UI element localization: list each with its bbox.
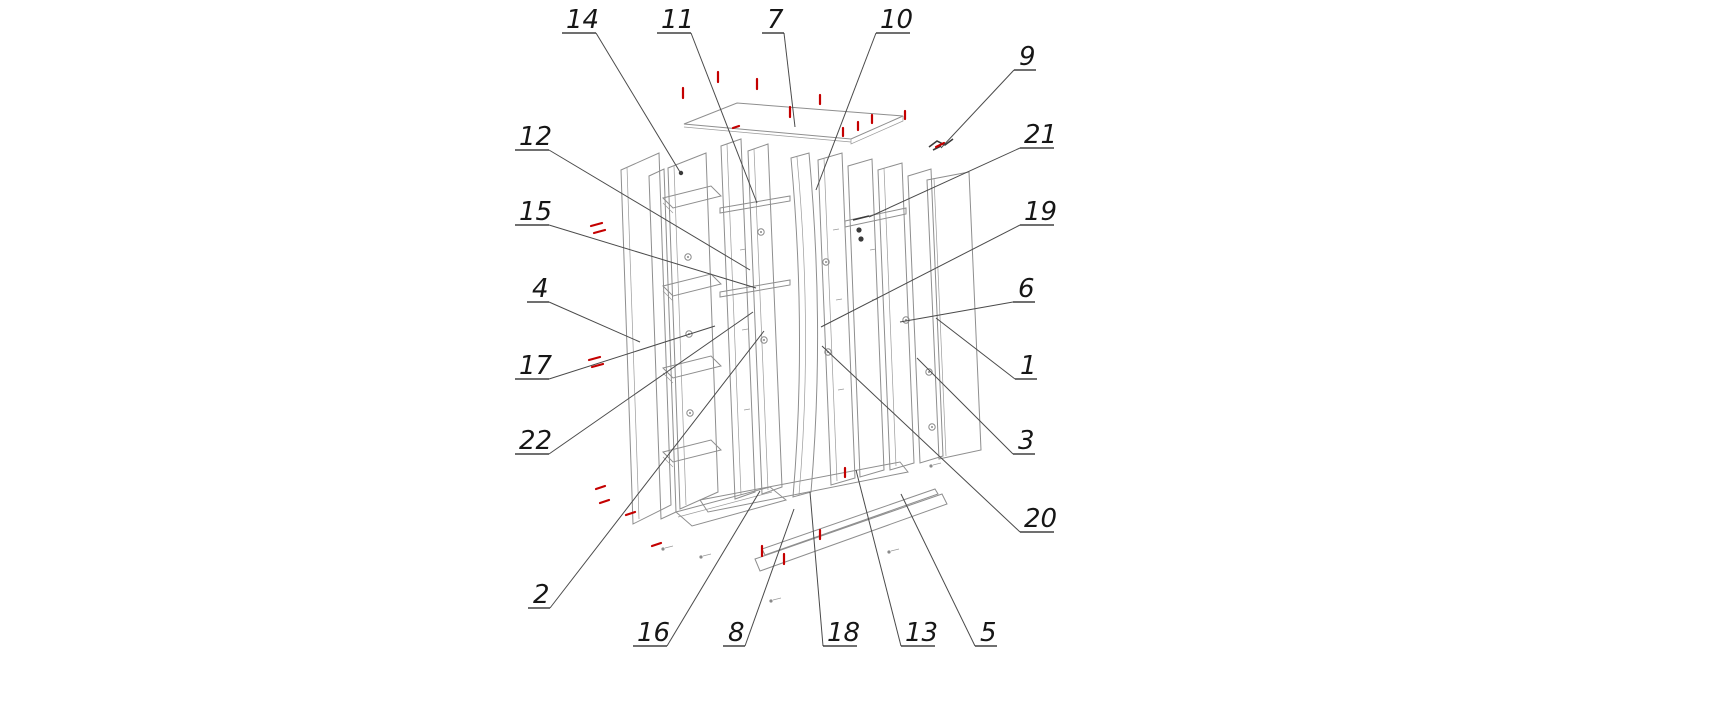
- floor-panel: [699, 461, 909, 513]
- callout-label-22: 22: [519, 426, 552, 456]
- hinge-hardware: [928, 138, 954, 151]
- leader-line-8: [744, 508, 795, 647]
- left-outer-side-panel: [620, 152, 672, 525]
- shelf-3: [662, 355, 722, 379]
- top-crossbar: [844, 207, 907, 228]
- top-panel: [683, 102, 904, 140]
- leader-line-9: [940, 69, 1015, 149]
- leader-line-16: [666, 490, 761, 647]
- callout-label-10: 10: [880, 5, 913, 35]
- callout-label-2: 2: [533, 580, 550, 610]
- callout-label-16: 16: [637, 618, 670, 648]
- crossbar-bracket: [852, 215, 870, 242]
- plinth-back: [761, 488, 939, 556]
- callout-label-15: 15: [519, 197, 552, 227]
- middle-rail-lower: [719, 279, 791, 298]
- leader-line-2: [549, 330, 765, 609]
- right-partition-b: [877, 162, 915, 471]
- callout-label-8: 8: [728, 618, 745, 648]
- leader-line-22: [548, 311, 754, 455]
- center-partition-b: [747, 143, 783, 495]
- mirror-door-inner-line: [796, 156, 806, 496]
- leader-line-3: [916, 357, 1014, 455]
- callout-label-6: 6: [1018, 274, 1035, 304]
- middle-rail-upper: [719, 195, 791, 214]
- leader-line-13: [855, 469, 902, 647]
- right-inner-panel: [907, 168, 944, 464]
- leader-line-4: [548, 301, 641, 343]
- callout-label-3: 3: [1018, 426, 1035, 456]
- center-partition-c: [817, 152, 856, 486]
- center-partition-a: [720, 138, 756, 500]
- leader-line-17: [548, 325, 716, 380]
- leader-line-7: [783, 32, 796, 128]
- cabinet-parts: [620, 102, 982, 603]
- left-partition-edge: [673, 165, 687, 506]
- fastener-marks: [587, 70, 946, 566]
- leader-line-21: [868, 147, 1021, 218]
- leader-line-6: [899, 301, 1014, 323]
- callout-label-12: 12: [519, 122, 552, 152]
- cam-lock-fittings: [684, 228, 936, 431]
- leader-line-1: [935, 317, 1016, 380]
- callout-label-7: 7: [767, 5, 784, 35]
- callout-label-14: 14: [566, 5, 599, 35]
- leader-line-20: [821, 345, 1021, 533]
- shelf-4: [662, 439, 722, 463]
- top-panel-edge: [683, 116, 904, 145]
- callout-label-1: 1: [1020, 351, 1037, 381]
- leader-line-10: [815, 32, 877, 191]
- left-side-panel-inner: [648, 168, 677, 520]
- callout-label-5: 5: [980, 618, 997, 648]
- shelf-1: [662, 185, 722, 209]
- callout-label-20: 20: [1024, 504, 1057, 534]
- plinth-front: [754, 493, 948, 572]
- right-outer-side-panel: [926, 171, 982, 460]
- loose-screws: [661, 462, 942, 603]
- right-partition-a: [847, 158, 885, 478]
- callout-label-18: 18: [827, 618, 860, 648]
- callout-label-9: 9: [1019, 42, 1036, 72]
- leader-line-5: [900, 493, 976, 647]
- shelf-2: [662, 273, 722, 297]
- leader-line-14: [595, 32, 681, 173]
- callout-label-11: 11: [661, 5, 694, 35]
- leader-lines: [548, 32, 1021, 647]
- leader-line-18: [809, 491, 824, 647]
- callout-label-19: 19: [1024, 197, 1057, 227]
- callout-label-21: 21: [1024, 120, 1057, 150]
- leader-line-12: [548, 149, 751, 271]
- callout-label-4: 4: [532, 274, 549, 304]
- leader-line-15: [548, 224, 757, 289]
- bottom-panel: [674, 486, 788, 527]
- callout-label-17: 17: [519, 351, 553, 381]
- left-partition: [667, 152, 719, 510]
- callout-label-13: 13: [905, 618, 938, 648]
- leader-line-19: [820, 224, 1021, 328]
- left-outer-side-panel-edge: [626, 166, 640, 520]
- callout-labels: 14 11 7 10 9 12 21 15 19 4 6 17 1 22 3 2…: [515, 5, 1057, 648]
- leader-line-11: [690, 32, 758, 204]
- mirror-door: [790, 152, 819, 498]
